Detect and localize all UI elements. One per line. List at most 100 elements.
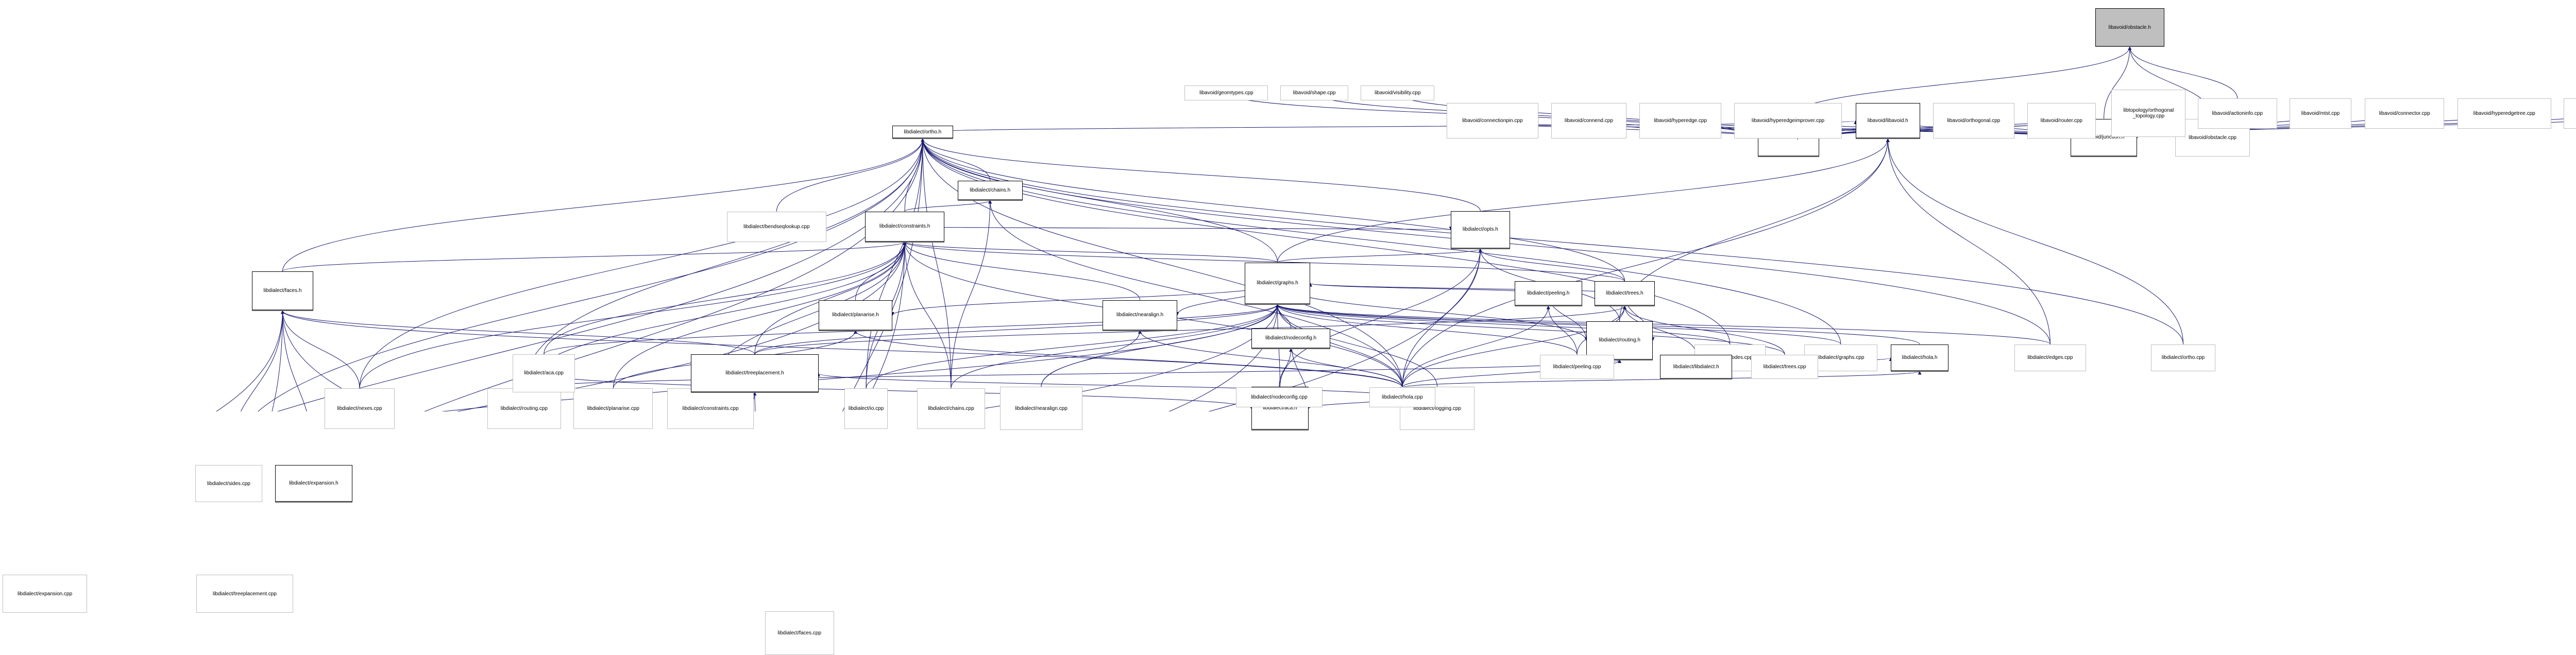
graph-node-actioninfo-cpp[interactable]: libavoid/actioninfo.cpp (2197, 98, 2277, 129)
edge-d-peeling-h-to-d-graphs-h (1309, 283, 1549, 294)
edge-d-constraints-h-to-d-chains-h (904, 200, 992, 212)
graph-node-libavoid-h[interactable]: libavoid/libavoid.h (1855, 102, 1920, 139)
graph-node-d-constraints-cpp[interactable]: libdialect/constraints.cpp (667, 388, 754, 429)
graph-node-d-nearalign-cpp[interactable]: libdialect/nearalign.cpp (999, 387, 1083, 430)
edge-d-routing-cpp-to-d-ortho-h (523, 138, 925, 389)
edge-d-treeplacement-h-to-d-faces-h (281, 310, 755, 355)
graph-node-label: libdialect/treeplacement.h (725, 370, 784, 376)
graph-node-label: libavoid/mtst.cpp (2301, 111, 2340, 117)
graph-node-orthogonal-topology-cpp[interactable]: libtopology/orthogonal _topology.cpp (2111, 90, 2186, 137)
graph-node-shape-cpp[interactable]: libavoid/shape.cpp (1280, 85, 1349, 101)
graph-node-d-faces-h[interactable]: libdialect/faces.h (251, 271, 314, 311)
graph-node-label: libdialect/trees.h (1606, 290, 1643, 297)
graph-node-d-ortho-h[interactable]: libdialect/ortho.h (892, 126, 953, 139)
edge-d-chains-cpp-to-d-ortho-h (921, 138, 952, 389)
edge-d-hola-cpp-to-libavoid-h (1402, 138, 1890, 388)
edge-d-nodes-cpp-to-d-graphs-h (1276, 304, 1731, 344)
graph-node-geomtypes-cpp[interactable]: libavoid/geomtypes.cpp (1184, 85, 1268, 101)
graph-node-d-peeling-h[interactable]: libdialect/peeling.h (1514, 281, 1582, 306)
graph-node-d-aca-cpp[interactable]: libdialect/aca.cpp (512, 354, 575, 392)
graph-node-label: libdialect/io.cpp (848, 406, 884, 412)
graph-node-router-cpp[interactable]: libavoid/router.cpp (2027, 102, 2096, 139)
graph-node-connectionpin-cpp[interactable]: libavoid/connectionpin.cpp (1447, 102, 1538, 139)
graph-node-hyperedgeimprover-cpp[interactable]: libavoid/hyperedgeimprover.cpp (1734, 102, 1842, 139)
graph-node-connector-cpp[interactable]: libavoid/connector.cpp (2364, 98, 2445, 129)
graph-node-hyperedgetree-cpp[interactable]: libavoid/hyperedgetree.cpp (2457, 98, 2552, 129)
edge-d-aca-cpp-to-d-graphs-h (544, 304, 1279, 355)
edge-d-hola-cpp-to-d-peeling-h (1402, 305, 1550, 388)
edge-d-faces-h-to-d-ortho-h (282, 138, 925, 271)
edge-d-expansion-h-to-d-faces-h (280, 310, 307, 411)
graph-node-label: libdialect/planarise.h (832, 312, 879, 318)
edge-d-routing-h-to-libavoid-h (1619, 138, 1890, 321)
edge-d-libdialect-h-to-d-trees-h (1623, 305, 1697, 355)
graph-node-d-edges-cpp[interactable]: libdialect/edges.cpp (2014, 344, 2086, 372)
graph-node-label: libdialect/libdialect.h (1673, 364, 1719, 370)
edge-d-graphs-h-to-d-constraints-h (903, 241, 1278, 263)
graph-node-d-bendseqlookup-cpp[interactable]: libdialect/bendseqlookup.cpp (726, 211, 826, 242)
graph-node-orthogonal-cpp[interactable]: libavoid/orthogonal.cpp (1933, 102, 2014, 139)
edge-d-trees-cpp-to-d-trees-h (1623, 305, 1785, 355)
graph-node-junction-cpp[interactable]: libavoid/junction.cpp (2563, 98, 2576, 129)
graph-node-d-treeplacement-h[interactable]: libdialect/treeplacement.h (691, 354, 819, 392)
graph-node-label: libdialect/graphs.cpp (1817, 355, 1865, 361)
graph-node-d-graphs-h[interactable]: libdialect/graphs.h (1244, 262, 1311, 304)
graph-node-label: libavoid/geomtypes.cpp (1199, 90, 1253, 96)
edge-d-hola-cpp-to-d-faces-h (281, 310, 1403, 388)
graph-node-d-expansion-h[interactable]: libdialect/expansion.h (275, 465, 352, 503)
edge-d-graphs-h-to-d-opts-h (1277, 248, 1482, 263)
graph-node-label: libdialect/ortho.cpp (2161, 355, 2205, 361)
graph-node-d-routing-cpp[interactable]: libdialect/routing.cpp (487, 388, 561, 429)
graph-node-visibility-cpp[interactable]: libavoid/visibility.cpp (1361, 85, 1435, 101)
graph-node-d-hola-h[interactable]: libdialect/hola.h (1891, 344, 1949, 372)
graph-node-d-peeling-cpp[interactable]: libdialect/peeling.cpp (1540, 354, 1614, 380)
graph-node-d-trees-h[interactable]: libdialect/trees.h (1594, 281, 1655, 306)
graph-node-d-nodeconfig-cpp[interactable]: libdialect/nodeconfig.cpp (1235, 387, 1323, 407)
graph-node-label: libdialect/routing.h (1599, 337, 1640, 343)
graph-node-d-trees-cpp[interactable]: libdialect/trees.cpp (1751, 354, 1819, 380)
graph-node-d-expansion-cpp[interactable]: libdialect/expansion.cpp (2, 574, 88, 613)
graph-node-label: libdialect/bendseqlookup.cpp (743, 223, 810, 230)
graph-node-d-constraints-h[interactable]: libdialect/constraints.h (865, 211, 945, 242)
edge-d-sides-cpp-to-d-ortho-h (258, 138, 925, 411)
graph-node-d-treeplacement-cpp[interactable]: libdialect/treeplacement.cpp (196, 574, 294, 613)
edge-d-faces-cpp-to-d-graphs-h (1168, 304, 1280, 411)
edge-d-treeplacement-cpp-to-d-graphs-h (963, 304, 1279, 411)
graph-node-d-nodeconfig-h[interactable]: libdialect/nodeconfig.h (1251, 328, 1331, 349)
graph-node-label: libavoid/obstacle.h (2108, 24, 2151, 30)
edge-d-ortho-cpp-to-libavoid-h (1886, 138, 2184, 344)
graph-node-d-nexes-cpp[interactable]: libdialect/nexes.cpp (324, 388, 395, 429)
edge-d-aca-h-to-d-opts-h (1279, 248, 1482, 387)
graph-node-hyperedge-cpp[interactable]: libavoid/hyperedge.cpp (1639, 102, 1722, 139)
graph-node-obstacle-h[interactable]: libavoid/obstacle.h (2095, 8, 2164, 47)
edge-d-treeplacement-h-to-d-constraints-h (754, 241, 907, 355)
edge-d-hola-cpp-to-d-graphs-h (1276, 304, 1403, 388)
graph-node-label: libdialect/nearalign.cpp (1015, 405, 1067, 411)
graph-node-label: libavoid/connectionpin.cpp (1462, 118, 1523, 124)
edge-d-hola-cpp-to-d-planarise-h (854, 330, 1403, 388)
graph-node-mtst-cpp[interactable]: libavoid/mtst.cpp (2289, 98, 2352, 129)
graph-node-connend-cpp[interactable]: libavoid/connend.cpp (1551, 102, 1627, 139)
graph-node-d-nearalign-h[interactable]: libdialect/nearalign.h (1103, 300, 1177, 331)
edge-d-hola-cpp-to-d-ortho-h (921, 138, 1403, 388)
graph-node-d-planarise-cpp[interactable]: libdialect/planarise.cpp (573, 388, 653, 429)
graph-node-label: libdialect/constraints.h (879, 223, 930, 230)
edge-d-hola-cpp-to-d-treeplacement-h (817, 373, 1403, 398)
graph-node-d-planarise-h[interactable]: libdialect/planarise.h (818, 300, 893, 331)
edge-d-chains-cpp-to-d-graphs-h (951, 304, 1279, 389)
graph-node-d-routing-h[interactable]: libdialect/routing.h (1586, 321, 1653, 360)
graph-node-d-chains-h[interactable]: libdialect/chains.h (957, 180, 1023, 201)
graph-node-d-libdialect-h[interactable]: libdialect/libdialect.h (1660, 354, 1733, 380)
edge-d-treeplacement-h-to-d-graphs-h (754, 304, 1279, 355)
graph-node-d-hola-cpp[interactable]: libdialect/hola.cpp (1369, 387, 1436, 407)
graph-node-d-chains-cpp[interactable]: libdialect/chains.cpp (917, 388, 986, 429)
graph-node-label: libavoid/hyperedge.cpp (1654, 118, 1707, 124)
graph-node-d-io-cpp[interactable]: libdialect/io.cpp (844, 388, 888, 429)
graph-node-d-sides-cpp[interactable]: libdialect/sides.cpp (195, 465, 262, 503)
edge-d-treeplacement-h-to-d-trees-h (754, 305, 1626, 355)
graph-node-d-ortho-cpp[interactable]: libdialect/ortho.cpp (2151, 344, 2215, 372)
graph-node-label: libdialect/sides.cpp (207, 480, 250, 487)
graph-node-d-opts-h[interactable]: libdialect/opts.h (1450, 211, 1510, 249)
graph-node-label: libavoid/shape.cpp (1293, 90, 1336, 96)
graph-node-d-faces-cpp[interactable]: libdialect/faces.cpp (765, 611, 834, 655)
